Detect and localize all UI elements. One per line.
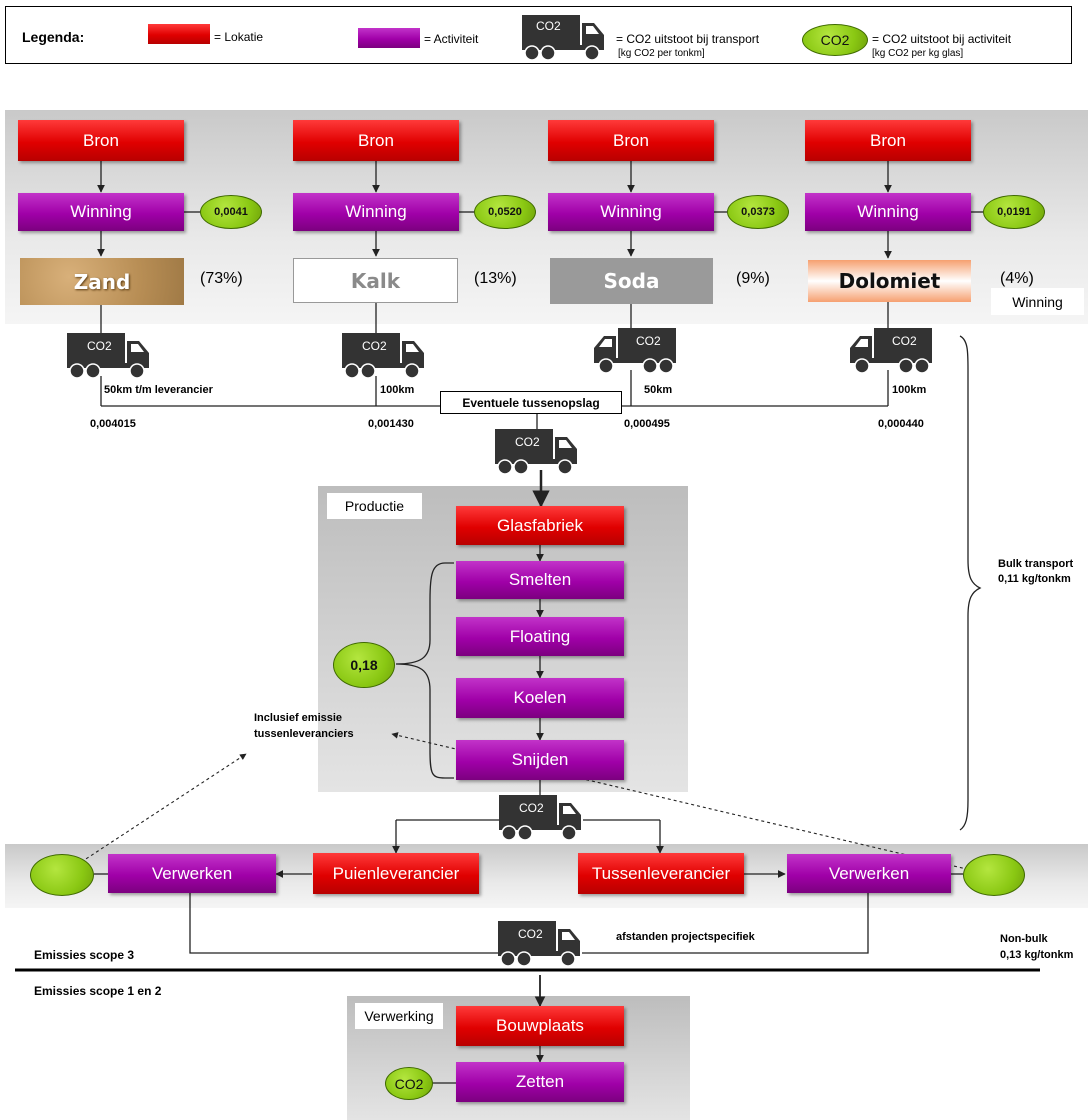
tussenopslag-box: Eventuele tussenopslag xyxy=(440,391,622,414)
emission-oval-soda: 0,0373 xyxy=(727,195,789,229)
legend-box xyxy=(5,6,1072,64)
bron-box-kalk: Bron xyxy=(293,120,459,161)
distance-kalk: 100km xyxy=(380,384,415,396)
material-dolomiet: Dolomiet xyxy=(808,260,971,302)
emission-oval-right xyxy=(963,854,1025,896)
material-soda: Soda xyxy=(550,258,713,304)
truck-icon-from-factory: CO2 xyxy=(499,795,583,841)
distance-zand: 50km t/m leverancier xyxy=(104,384,213,396)
legend-location-text: = Lokatie xyxy=(214,30,264,44)
nonbulk-label: Non-bulk xyxy=(1000,933,1048,945)
transport-value-zand: 0,004015 xyxy=(90,418,136,430)
legend-truck-icon: CO2 xyxy=(522,15,606,61)
percent-soda: (9%) xyxy=(736,270,770,287)
legend-activity-text: = Activiteit xyxy=(424,32,479,46)
step-smelten: Smelten xyxy=(456,561,624,599)
puienleverancier-box: Puienleverancier xyxy=(313,853,479,894)
winning-box-kalk: Winning xyxy=(293,193,459,231)
truck-icon-dolomiet: CO2 xyxy=(848,328,932,374)
bron-box-soda: Bron xyxy=(548,120,714,161)
winning-box-soda: Winning xyxy=(548,193,714,231)
truck-icon-to-factory: CO2 xyxy=(495,429,579,475)
scope12-label: Emissies scope 1 en 2 xyxy=(34,984,162,998)
legend-transport-text: = CO2 uitstoot bij transport xyxy=(616,32,760,46)
percent-dolomiet: (4%) xyxy=(1000,270,1034,287)
legend-location-swatch xyxy=(148,24,210,44)
inclusief-label-2: tussenleveranciers xyxy=(254,728,354,740)
material-kalk: Kalk xyxy=(293,258,458,303)
productie-label: Productie xyxy=(327,493,422,519)
winning-label: Winning xyxy=(991,288,1084,315)
bulk-transport-label: Bulk transport xyxy=(998,558,1074,570)
distance-soda: 50km xyxy=(644,384,673,396)
distance-dolomiet: 100km xyxy=(892,384,927,396)
legend-title: Legenda: xyxy=(22,29,85,45)
truck-icon-soda: CO2 xyxy=(592,328,676,374)
scope3-label: Emissies scope 3 xyxy=(34,948,135,962)
legend-transport-unit: [kg CO2 per tonkm] xyxy=(618,48,705,59)
transport-value-dolomiet: 0,000440 xyxy=(878,418,924,430)
step-floating: Floating xyxy=(456,617,624,656)
bulk-transport-value: 0,11 kg/tonkm xyxy=(998,573,1071,585)
step-snijden: Snijden xyxy=(456,740,624,780)
truck-icon-kalk: CO2 xyxy=(342,333,426,379)
verwerking-label: Verwerking xyxy=(355,1003,443,1029)
emission-oval-productie: 0,18 xyxy=(333,642,395,688)
percent-kalk: (13%) xyxy=(474,270,517,287)
truck-icon-bottom: CO2 xyxy=(498,921,582,967)
emission-oval-dolomiet: 0,0191 xyxy=(983,195,1045,229)
legend-activity-swatch xyxy=(358,28,420,48)
tussenleverancier-box: Tussenleverancier xyxy=(578,853,744,894)
bouwplaats-box: Bouwplaats xyxy=(456,1006,624,1046)
glasfabriek-box: Glasfabriek xyxy=(456,506,624,545)
emission-oval-zetten: CO2 xyxy=(385,1067,433,1100)
step-koelen: Koelen xyxy=(456,678,624,718)
winning-box-zand: Winning xyxy=(18,193,184,231)
emission-oval-left xyxy=(30,854,94,896)
afstanden-label: afstanden projectspecifiek xyxy=(616,931,755,943)
zetten-box: Zetten xyxy=(456,1062,624,1102)
nonbulk-value: 0,13 kg/tonkm xyxy=(1000,949,1074,961)
winning-box-dolomiet: Winning xyxy=(805,193,971,231)
legend-emission-oval: CO2 xyxy=(802,24,868,56)
legend-activity-emission-text: = CO2 uitstoot bij activiteit xyxy=(872,32,1012,46)
truck-icon-zand: CO2 xyxy=(67,333,151,379)
legend-activity-emission-unit: [kg CO2 per kg glas] xyxy=(872,48,964,59)
emission-oval-zand: 0,0041 xyxy=(200,195,262,229)
transport-value-soda: 0,000495 xyxy=(624,418,670,430)
bron-box-dolomiet: Bron xyxy=(805,120,971,161)
bron-box-zand: Bron xyxy=(18,120,184,161)
emission-oval-kalk: 0,0520 xyxy=(474,195,536,229)
transport-value-kalk: 0,001430 xyxy=(368,418,414,430)
verwerken-box-left: Verwerken xyxy=(108,854,276,893)
inclusief-label-1: Inclusief emissie xyxy=(254,712,343,724)
material-zand: Zand xyxy=(20,258,184,305)
percent-zand: (73%) xyxy=(200,270,243,287)
verwerken-box-right: Verwerken xyxy=(787,854,951,893)
